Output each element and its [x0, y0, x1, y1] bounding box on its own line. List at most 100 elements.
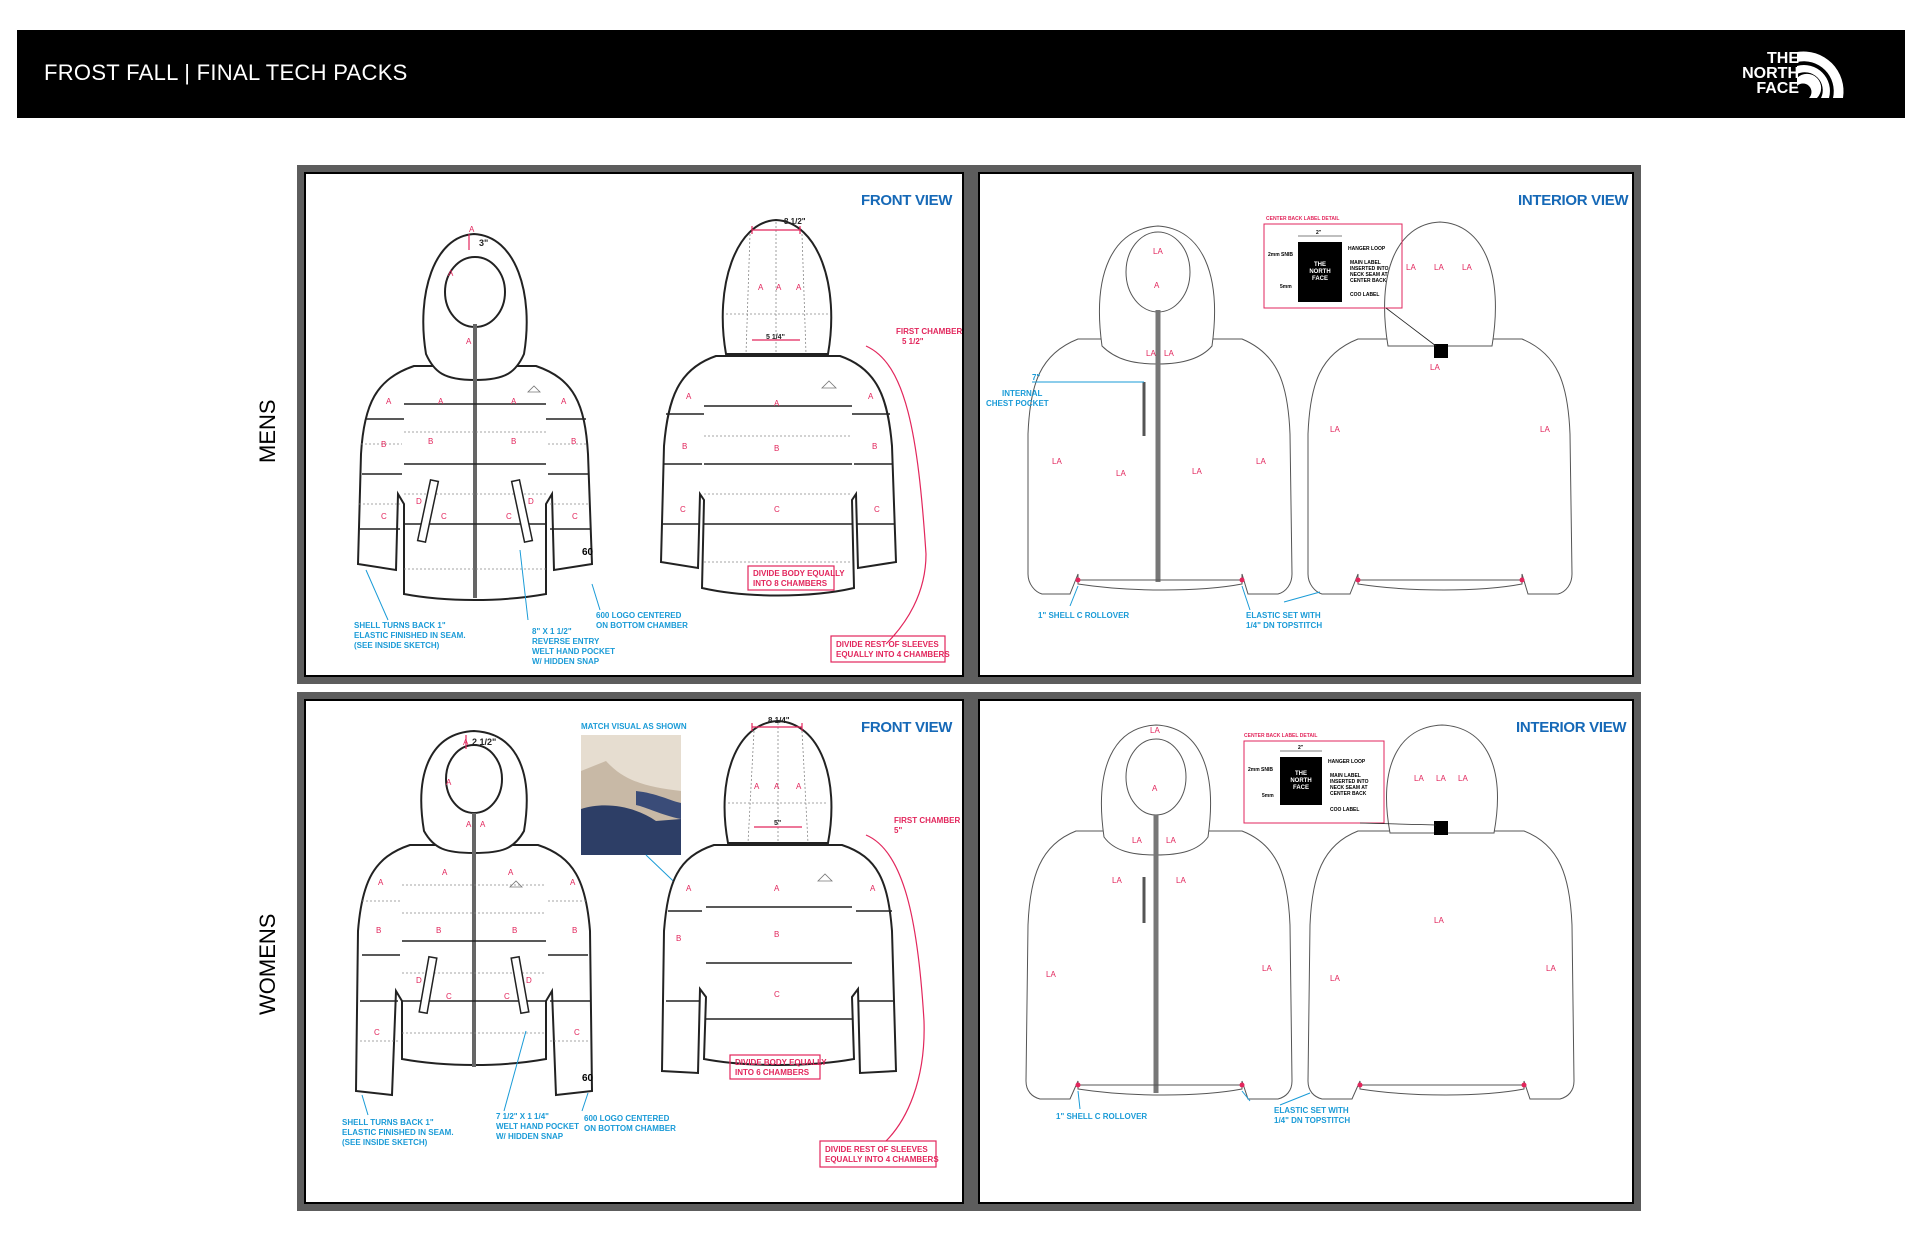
svg-text:LA: LA	[1166, 836, 1176, 845]
svg-text:LA: LA	[1330, 425, 1340, 434]
svg-text:COO LABEL: COO LABEL	[1330, 807, 1359, 813]
interior-front-jacket: LA A LA LA LA LA LA LA	[1027, 225, 1293, 595]
svg-text:A: A	[446, 778, 452, 787]
svg-text:LA: LA	[1153, 247, 1163, 256]
front-zone-labels: A A A A A A B B B B C C C C D D 60	[381, 269, 594, 558]
womens-interior-sketch: LA A LA LA LA LA LA LA LA LA LA LA LA	[1025, 724, 1575, 1125]
svg-text:A: A	[570, 878, 576, 887]
interior-front-jacket: LA A LA LA LA LA LA LA	[1025, 724, 1293, 1100]
svg-text:A: A	[448, 269, 454, 278]
page-title: FROST FALL | FINAL TECH PACKS	[44, 60, 408, 85]
view-title: FRONT VIEW	[861, 719, 953, 736]
mens-front-sketch: A 3" A A A A A A B B B B C C C C D D 60	[354, 217, 962, 666]
svg-text:7 1/2" X 1 1/4": 7 1/2" X 1 1/4"	[496, 1112, 549, 1121]
svg-text:B: B	[872, 442, 877, 451]
svg-text:A: A	[442, 868, 448, 877]
mens-front-panel: FRONT VIEW A 3" A A A A	[297, 165, 971, 684]
svg-text:NECK SEAM AT: NECK SEAM AT	[1330, 785, 1368, 791]
svg-text:FACE: FACE	[1293, 785, 1309, 791]
svg-text:A: A	[1154, 281, 1160, 290]
svg-text:LA: LA	[1540, 425, 1550, 434]
svg-text:B: B	[774, 444, 779, 453]
svg-text:LA: LA	[1430, 363, 1440, 372]
row-label-mens: MENS	[255, 399, 280, 463]
svg-text:A: A	[776, 283, 782, 292]
svg-text:A: A	[463, 738, 469, 747]
svg-text:C: C	[504, 992, 510, 1001]
match-visual-photo: MATCH VISUAL AS SHOWN	[581, 722, 707, 912]
svg-text:A: A	[480, 820, 486, 829]
svg-text:8 1/4": 8 1/4"	[768, 716, 790, 725]
svg-text:LA: LA	[1458, 774, 1468, 783]
svg-text:B: B	[572, 926, 577, 935]
svg-text:1" SHELL C ROLLOVER: 1" SHELL C ROLLOVER	[1038, 611, 1129, 620]
svg-text:A: A	[561, 397, 567, 406]
north-face-logo: THE NORTH FACE	[1735, 50, 1847, 100]
womens-front-panel: FRONT VIEW A 2 1/2" A A A A A A	[297, 692, 971, 1211]
svg-text:2": 2"	[1298, 745, 1304, 751]
svg-text:LA: LA	[1546, 964, 1556, 973]
svg-text:SHELL TURNS BACK 1": SHELL TURNS BACK 1"	[354, 621, 446, 630]
svg-text:B: B	[682, 442, 687, 451]
svg-text:LA: LA	[1052, 457, 1062, 466]
svg-text:DIVIDE REST OF SLEEVES: DIVIDE REST OF SLEEVES	[836, 640, 939, 649]
svg-text:ELASTIC FINISHED IN SEAM.: ELASTIC FINISHED IN SEAM.	[354, 631, 466, 640]
svg-text:B: B	[376, 926, 381, 935]
svg-text:LA: LA	[1330, 974, 1340, 983]
svg-text:LA: LA	[1406, 263, 1416, 272]
svg-text:LA: LA	[1164, 349, 1174, 358]
svg-text:A: A	[466, 820, 472, 829]
svg-text:NORTH: NORTH	[1309, 269, 1330, 275]
svg-text:LA: LA	[1192, 467, 1202, 476]
svg-text:A: A	[774, 782, 780, 791]
svg-text:B: B	[511, 437, 516, 446]
view-title: FRONT VIEW	[861, 192, 953, 209]
svg-text:A: A	[469, 225, 475, 234]
svg-text:1/4" DN TOPSTITCH: 1/4" DN TOPSTITCH	[1246, 621, 1322, 630]
front-jacket: A 2 1/2" A A A A A A A B B B B D D C C C…	[354, 729, 594, 1097]
svg-text:ELASTIC FINISHED IN SEAM.: ELASTIC FINISHED IN SEAM.	[342, 1128, 454, 1137]
svg-text:C: C	[374, 1028, 380, 1037]
svg-text:EQUALLY INTO 4 CHAMBERS: EQUALLY INTO 4 CHAMBERS	[836, 650, 950, 659]
svg-text:CENTER BACK: CENTER BACK	[1330, 791, 1367, 797]
svg-text:COO LABEL: COO LABEL	[1350, 292, 1379, 298]
back-jacket: 8 1/4" 5" A A A A A A B B C	[660, 716, 898, 1075]
svg-text:LA: LA	[1176, 876, 1186, 885]
front-jacket: A 3"	[356, 225, 594, 601]
logo-line-north: NORTH	[1742, 65, 1799, 82]
svg-text:W/ HIDDEN SNAP: W/ HIDDEN SNAP	[532, 657, 600, 666]
svg-text:8" X 1 1/2": 8" X 1 1/2"	[532, 627, 572, 636]
svg-text:LA: LA	[1112, 876, 1122, 885]
svg-text:A: A	[1152, 784, 1158, 793]
svg-text:LA: LA	[1150, 726, 1160, 735]
svg-text:DIVIDE REST OF SLEEVES: DIVIDE REST OF SLEEVES	[825, 1145, 928, 1154]
svg-text:LA: LA	[1436, 774, 1446, 783]
svg-text:LA: LA	[1046, 970, 1056, 979]
svg-text:HANGER LOOP: HANGER LOOP	[1328, 759, 1366, 765]
svg-text:A: A	[438, 397, 444, 406]
svg-text:(SEE INSIDE SKETCH): (SEE INSIDE SKETCH)	[342, 1138, 428, 1147]
svg-text:ELASTIC SET WITH: ELASTIC SET WITH	[1246, 611, 1321, 620]
svg-text:C: C	[574, 1028, 580, 1037]
svg-text:B: B	[381, 440, 386, 449]
svg-text:B: B	[512, 926, 517, 935]
svg-text:A: A	[796, 283, 802, 292]
svg-text:5 1/2": 5 1/2"	[902, 337, 924, 346]
svg-text:C: C	[874, 505, 880, 514]
svg-text:LA: LA	[1116, 469, 1126, 478]
svg-text:CENTER BACK LABEL DETAIL: CENTER BACK LABEL DETAIL	[1266, 216, 1339, 222]
logo-line-the: THE	[1767, 50, 1799, 67]
interior-back-jacket: LA LA LA LA LA LA	[1307, 221, 1573, 595]
label-detail-callout: CENTER BACK LABEL DETAIL THE NORTH FACE …	[1263, 216, 1437, 347]
row-label-womens: WOMENS	[255, 913, 280, 1015]
svg-text:LA: LA	[1434, 916, 1444, 925]
svg-text:CHEST POCKET: CHEST POCKET	[986, 399, 1049, 408]
svg-text:HANGER LOOP: HANGER LOOP	[1348, 246, 1386, 252]
svg-text:60: 60	[582, 547, 594, 558]
svg-text:8 1/2": 8 1/2"	[784, 217, 806, 226]
svg-text:D: D	[416, 497, 422, 506]
svg-text:FIRST CHAMBER: FIRST CHAMBER	[896, 327, 962, 336]
interior-back-jacket: LA LA LA LA LA LA	[1307, 724, 1575, 1100]
svg-text:(SEE INSIDE SKETCH): (SEE INSIDE SKETCH)	[354, 641, 440, 650]
svg-text:DIVIDE BODY EQUALLY: DIVIDE BODY EQUALLY	[735, 1058, 827, 1067]
